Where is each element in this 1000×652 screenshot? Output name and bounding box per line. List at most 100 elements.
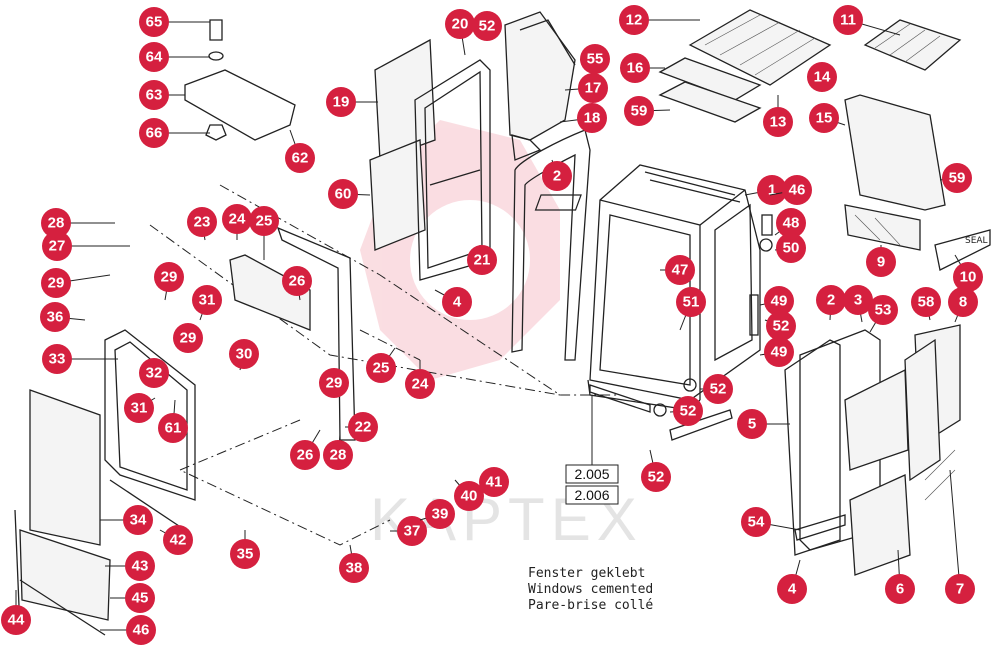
callout-number: 4 [453, 294, 462, 311]
callout-33: 33 [42, 344, 72, 374]
callout-number: 55 [587, 51, 604, 68]
callout-52: 52 [641, 462, 671, 492]
callout-badge [948, 287, 978, 317]
caption-de: Fenster geklebt [528, 566, 645, 581]
callout-11: 11 [833, 5, 863, 35]
callout-29: 29 [154, 262, 184, 292]
callout-badge [328, 179, 358, 209]
callout-number: 52 [773, 318, 790, 335]
callout-27: 27 [42, 231, 72, 261]
callout-badge [222, 204, 252, 234]
callout-24: 24 [222, 204, 252, 234]
callout-52: 52 [472, 11, 502, 41]
callout-number: 10 [960, 269, 977, 286]
callout-badge [764, 286, 794, 316]
callout-number: 12 [626, 12, 643, 29]
callout-62: 62 [285, 143, 315, 173]
callout-61: 61 [158, 413, 188, 443]
callout-badge [41, 268, 71, 298]
callout-number: 20 [452, 16, 469, 33]
callout-badge [737, 409, 767, 439]
callout-number: 17 [585, 80, 602, 97]
callout-badge [139, 358, 169, 388]
callout-badge [425, 499, 455, 529]
callout-badge [673, 396, 703, 426]
callout-number: 58 [918, 294, 935, 311]
callout-number: 52 [710, 381, 727, 398]
callout-badge [139, 42, 169, 72]
callout-12: 12 [619, 5, 649, 35]
callout-number: 51 [683, 294, 700, 311]
callout-number: 49 [771, 293, 788, 310]
callout-55: 55 [580, 44, 610, 74]
callout-badge [911, 287, 941, 317]
callout-53: 53 [868, 295, 898, 325]
cab-hardware [589, 214, 773, 441]
callout-number: 59 [631, 103, 648, 120]
callout-number: 26 [289, 273, 306, 290]
callout-7: 7 [945, 574, 975, 604]
callout-number: 27 [49, 238, 66, 255]
callout-number: 4 [788, 581, 797, 598]
callout-badge [885, 574, 915, 604]
callout-29: 29 [173, 323, 203, 353]
callout-number: 36 [47, 309, 64, 326]
callout-badge [578, 73, 608, 103]
callout-badge [230, 539, 260, 569]
callout-badge [741, 507, 771, 537]
callout-2: 2 [816, 285, 846, 315]
callout-number: 7 [956, 581, 964, 598]
callout-number: 25 [256, 213, 273, 230]
callout-10: 10 [953, 262, 983, 292]
callout-badge [442, 287, 472, 317]
callout-49: 49 [764, 337, 794, 367]
callout-number: 28 [330, 447, 347, 464]
callout-number: 41 [486, 474, 503, 491]
ref-2006: 2.006 [574, 487, 609, 503]
callout-23: 23 [187, 207, 217, 237]
callout-number: 45 [132, 590, 149, 607]
callout-badge [764, 337, 794, 367]
callout-60: 60 [328, 179, 358, 209]
callout-badge [163, 525, 193, 555]
callout-8: 8 [948, 287, 978, 317]
callout-number: 31 [199, 292, 216, 309]
callout-40: 40 [454, 481, 484, 511]
callout-31: 31 [124, 393, 154, 423]
callout-21: 21 [467, 245, 497, 275]
callout-13: 13 [763, 107, 793, 137]
callout-badge [843, 285, 873, 315]
callout-18: 18 [577, 103, 607, 133]
callout-number: 48 [783, 215, 800, 232]
callout-number: 64 [146, 49, 163, 66]
callout-badge [158, 413, 188, 443]
callout-14: 14 [807, 62, 837, 92]
callout-badge [126, 615, 156, 645]
callout-46: 46 [782, 175, 812, 205]
callout-badge [472, 11, 502, 41]
callout-badge [454, 481, 484, 511]
callout-badge [782, 175, 812, 205]
callout-number: 61 [165, 420, 182, 437]
callout-number: 1 [768, 182, 776, 199]
callout-number: 52 [479, 18, 496, 35]
callout-number: 32 [146, 365, 163, 382]
callout-badge [757, 175, 787, 205]
callout-badge [282, 266, 312, 296]
callout-badge [285, 143, 315, 173]
callout-badge [123, 505, 153, 535]
caption-en: Windows cemented [528, 582, 653, 597]
callout-number: 34 [130, 512, 147, 529]
callout-number: 2 [827, 292, 835, 309]
callout-badge [139, 80, 169, 110]
callout-number: 28 [48, 215, 65, 232]
callout-28: 28 [323, 440, 353, 470]
callout-52: 52 [766, 311, 796, 341]
callout-number: 29 [180, 330, 197, 347]
callout-17: 17 [578, 73, 608, 103]
callout-29: 29 [319, 368, 349, 398]
callout-badge [467, 245, 497, 275]
callout-number: 19 [333, 94, 350, 111]
callout-badge [445, 9, 475, 39]
callout-number: 30 [236, 346, 253, 363]
